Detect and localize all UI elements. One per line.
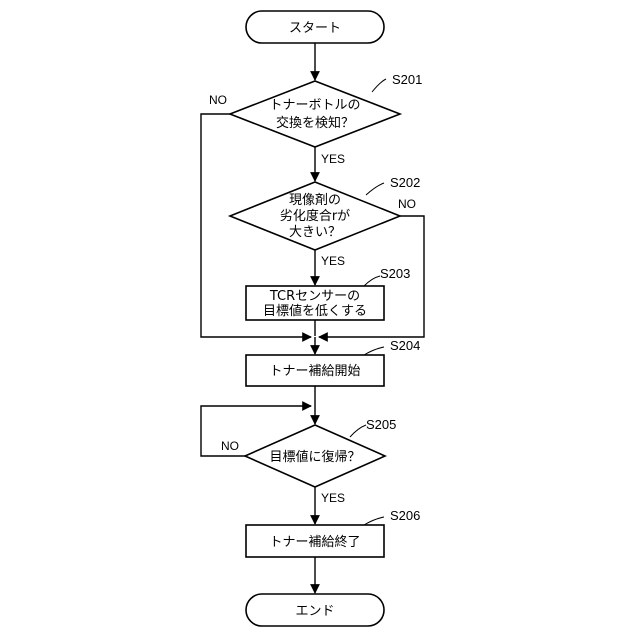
- s205-step-id: S205: [366, 417, 396, 432]
- s202-text-line-1: 現像剤の: [289, 192, 341, 208]
- s201-yes-label: YES: [321, 152, 345, 166]
- s201-text-line-2: 交換を検知？: [276, 115, 354, 131]
- decision-s201: トナーボトルの 交換を検知？: [230, 81, 400, 147]
- start-label: スタート: [289, 21, 341, 36]
- s206-leader-line: [364, 517, 384, 525]
- s201-step-id: S201: [392, 72, 422, 87]
- s205-no-label: NO: [221, 439, 239, 453]
- s201-leader-line: [372, 79, 386, 92]
- s204-text: トナー補給開始: [269, 364, 360, 379]
- s202-text-line-2: 劣化度合rが: [280, 208, 350, 224]
- process-s203: TCRセンサーの 目標値を低くする: [246, 286, 384, 320]
- decision-s202: 現像剤の 劣化度合rが 大きい？: [230, 182, 400, 250]
- s202-no-label: NO: [398, 197, 416, 211]
- s205-leader-line: [350, 425, 366, 437]
- s202-step-id: S202: [390, 175, 420, 190]
- s204-leader-line: [364, 347, 384, 355]
- s204-step-id: S204: [390, 338, 420, 353]
- s203-text-line-2: 目標値を低くする: [263, 303, 367, 319]
- end-terminal: エンド: [246, 594, 384, 626]
- process-s204: トナー補給開始: [246, 355, 384, 386]
- decision-s205: 目標値に復帰？: [245, 425, 385, 487]
- s202-yes-label: YES: [321, 254, 345, 268]
- s202-leader-line: [366, 183, 384, 195]
- s206-step-id: S206: [390, 508, 420, 523]
- s203-leader-line: [364, 276, 380, 286]
- start-terminal: スタート: [246, 11, 384, 43]
- s205-yes-label: YES: [321, 491, 345, 505]
- s202-text-line-3: 大きい？: [289, 225, 341, 240]
- s203-text-line-1: TCRセンサーの: [269, 289, 360, 304]
- s201-text-line-1: トナーボトルの: [269, 98, 360, 113]
- process-s206: トナー補給終了: [246, 525, 384, 557]
- end-label: エンド: [295, 604, 334, 619]
- s206-text: トナー補給終了: [269, 534, 360, 550]
- s201-no-label: NO: [209, 93, 227, 107]
- s203-step-id: S203: [380, 266, 410, 281]
- s205-text: 目標値に復帰？: [269, 449, 360, 465]
